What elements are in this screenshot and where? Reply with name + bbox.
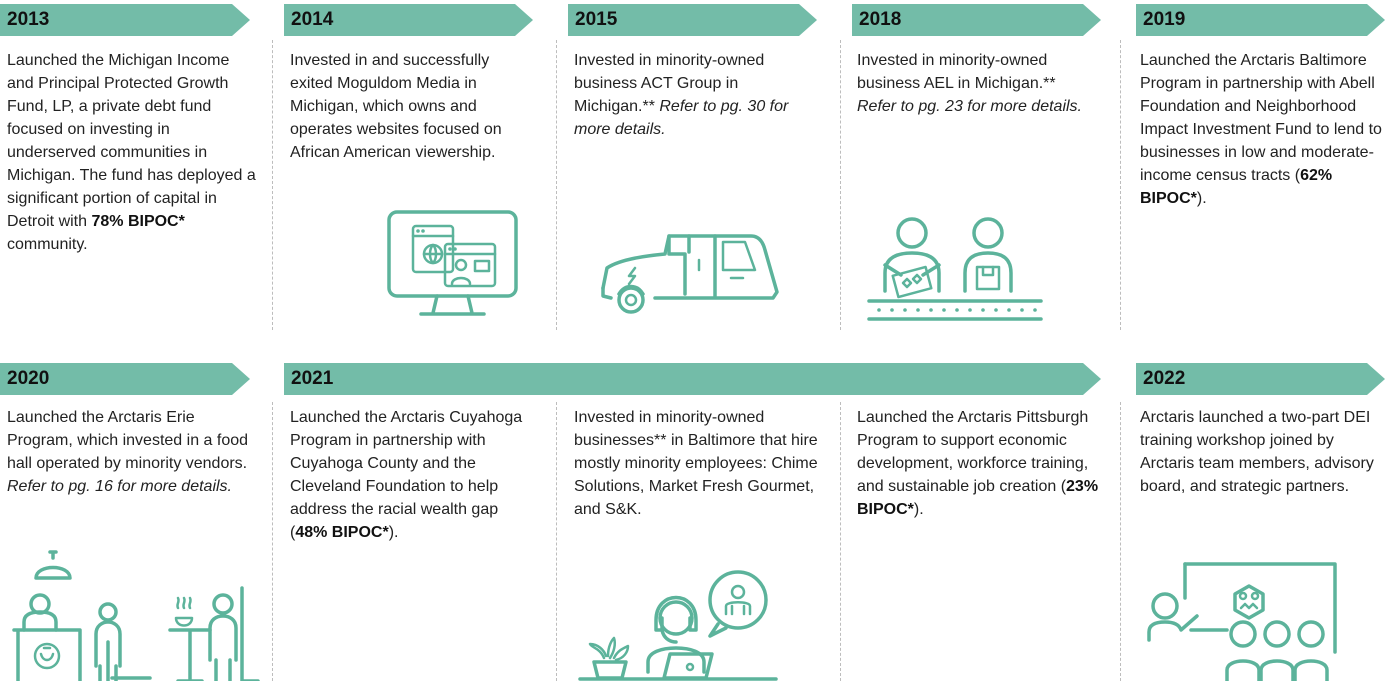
body-text: ). (388, 524, 399, 541)
year-banner-2020: 2020 (0, 363, 250, 395)
body-text: Arctaris launched a two-part DEI trainin… (1140, 409, 1374, 495)
body-text: ). (913, 501, 924, 518)
year-label: 2018 (859, 9, 902, 30)
highlight-text: 62% BIPOC* (1140, 167, 1333, 207)
column-divider (840, 402, 841, 681)
training-workshop-icon (1147, 562, 1337, 681)
year-banner-2018: 2018 (852, 4, 1101, 36)
milestone-text-2018: Invested in minority-owned business AEL … (857, 49, 1097, 118)
body-text: community. (7, 236, 88, 253)
food-hall-icon (12, 550, 260, 681)
milestone-text-2021-cuyahoga: Launched the Arctaris Cuyahoga Program i… (290, 406, 536, 544)
body-text: Launched the Michigan Income and Princip… (7, 52, 256, 230)
milestone-text-2021-pittsburgh: Launched the Arctaris Pittsburgh Program… (857, 406, 1107, 521)
milestone-text-2013: Launched the Michigan Income and Princip… (7, 49, 259, 256)
milestone-text-2021-baltimore: Invested in minority-owned businesses** … (574, 406, 820, 521)
body-text: Launched the Arctaris Cuyahoga Program i… (290, 409, 523, 541)
milestone-text-2020: Launched the Arctaris Erie Program, whic… (7, 406, 259, 498)
reference-note: Refer to pg. 16 for more details. (7, 478, 232, 495)
year-banner-2021: 2021 (284, 363, 1101, 395)
column-divider (840, 40, 841, 330)
body-text: ). (1196, 190, 1207, 207)
year-banner-2015: 2015 (568, 4, 817, 36)
body-text: Launched the Arctaris Erie Program, whic… (7, 409, 249, 472)
body-text: Invested in minority-owned businesses** … (574, 409, 818, 518)
milestone-text-2014: Invested in and successfully exited Mogu… (290, 49, 536, 164)
electric-vehicle-icon (601, 234, 779, 314)
body-text: Launched the Arctaris Pittsburgh Program… (857, 409, 1089, 495)
highlight-text: 78% BIPOC* (91, 213, 185, 230)
year-label: 2015 (575, 9, 618, 30)
reference-note: Refer to pg. 23 for more details. (857, 98, 1082, 115)
year-label: 2013 (7, 9, 50, 30)
computer-browser-icon (387, 210, 518, 316)
year-banner-2013: 2013 (0, 4, 250, 36)
highlight-text: 48% BIPOC* (295, 524, 389, 541)
year-label: 2020 (7, 368, 50, 389)
reference-note: Refer to pg. 30 for more details. (574, 98, 789, 138)
year-banner-2022: 2022 (1136, 363, 1385, 395)
year-label: 2014 (291, 9, 334, 30)
milestone-text-2015: Invested in minority-owned business ACT … (574, 49, 820, 141)
year-label: 2021 (291, 368, 334, 389)
highlight-text: 23% BIPOC* (857, 478, 1099, 518)
body-text: Launched the Arctaris Baltimore Program … (1140, 52, 1382, 184)
column-divider (556, 40, 557, 330)
body-text: Invested in and successfully exited Mogu… (290, 52, 502, 161)
body-text: Invested in minority-owned business ACT … (574, 52, 765, 115)
column-divider (1120, 40, 1121, 330)
column-divider (272, 40, 273, 330)
conveyor-workers-icon (867, 217, 1043, 321)
column-divider (272, 402, 273, 681)
year-banner-2014: 2014 (284, 4, 533, 36)
year-label: 2022 (1143, 368, 1186, 389)
year-label: 2019 (1143, 9, 1186, 30)
call-center-icon (578, 570, 778, 681)
milestone-text-2019: Launched the Arctaris Baltimore Program … (1140, 49, 1385, 210)
milestone-text-2022: Arctaris launched a two-part DEI trainin… (1140, 406, 1385, 498)
body-text: Invested in minority-owned business AEL … (857, 52, 1056, 92)
year-banner-2019: 2019 (1136, 4, 1385, 36)
column-divider (556, 402, 557, 681)
column-divider (1120, 402, 1121, 681)
